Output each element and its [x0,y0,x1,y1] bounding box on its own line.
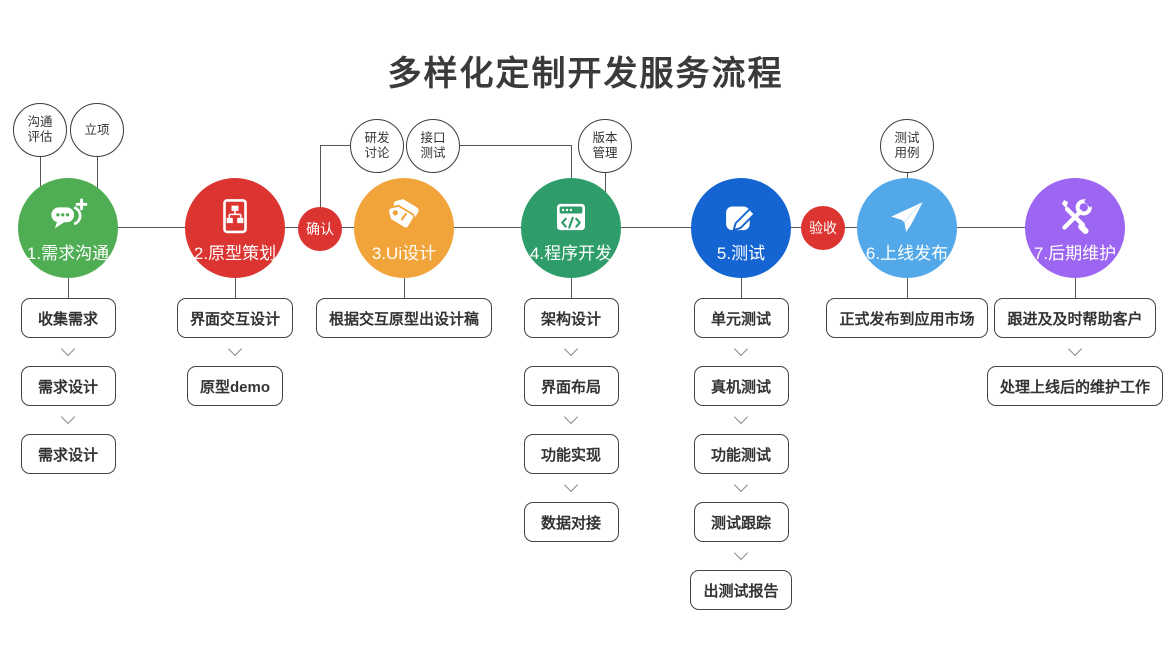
connector-line [605,172,606,194]
arrow-down-icon [60,341,76,357]
badge-text: 沟通 [27,115,53,130]
step-box: 跟进及及时帮助客户 [994,298,1156,338]
connector-line [571,145,572,180]
step-box: 单元测试 [693,298,789,338]
arrow-down-icon [733,477,749,493]
page-title: 多样化定制开发服务流程 [387,55,784,93]
sitemap-icon [214,196,256,238]
badge-text: 测试 [894,131,920,146]
step-box: 功能实现 [523,434,619,474]
connector-line [571,278,572,298]
step-box: 处理上线后的维护工作 [986,366,1163,406]
connector-line [741,278,742,298]
connector-line [1075,278,1076,298]
connector-line [459,145,572,146]
arrow-down-icon [1067,341,1083,357]
steps-column-ui-design: 根据交互原型出设计稿 [294,298,514,338]
badge-project-approval: 立项 [70,103,124,157]
stage-circle-prototype: 2.原型策划 [185,178,285,278]
connector-line [320,145,321,208]
stage-circle-development: 4.程序开发 [521,178,621,278]
badge-rd-discussion: 研发 讨论 [350,119,404,173]
stage-label: 3.Ui设计 [371,244,437,263]
connector-line [907,172,908,180]
step-box: 界面交互设计 [176,298,293,338]
badge-text: 评估 [27,130,53,144]
stage-circle-launch: 6.上线发布 [857,178,957,278]
step-box: 功能测试 [693,434,789,474]
connector-line [68,278,69,298]
stage-circle-maintenance: 7.后期维护 [1025,178,1125,278]
badge-text: 测试 [420,146,446,160]
step-box: 界面布局 [523,366,619,406]
tools-icon [1054,195,1096,238]
arrow-down-icon [733,545,749,561]
code-window-icon [550,196,592,238]
badge-text: 接口 [420,131,446,146]
stage-label: 6.上线发布 [865,244,949,263]
arrow-down-icon [227,341,243,357]
steps-column-launch: 正式发布到应用市场 [797,298,1017,338]
arrow-down-icon [563,477,579,493]
steps-column-requirements: 收集需求 需求设计 需求设计 [0,298,178,474]
steps-column-development: 架构设计 界面布局 功能实现 数据对接 [461,298,681,542]
edit-icon [720,196,762,238]
arrow-down-icon [563,341,579,357]
step-box: 根据交互原型出设计稿 [315,298,492,338]
step-box: 出测试报告 [690,570,792,610]
connector-line [404,278,405,298]
tags-icon [383,196,425,238]
connector-line [907,278,908,298]
connector-line [235,278,236,298]
badge-text: 立项 [84,122,110,137]
chat-plus-icon [47,196,89,238]
connector-line [40,156,41,193]
stage-circle-ui-design: 3.Ui设计 [354,178,454,278]
step-box: 真机测试 [693,366,789,406]
step-box: 数据对接 [523,502,619,542]
stage-label: 7.后期维护 [1033,244,1117,263]
badge-version-management: 版本 管理 [578,119,632,173]
step-box: 架构设计 [523,298,619,338]
arrow-down-icon [733,409,749,425]
step-box: 正式发布到应用市场 [826,298,988,338]
step-box: 需求设计 [20,434,116,474]
gate-label: 验收 [809,220,837,236]
gate-acceptance: 验收 [801,206,845,250]
stage-label: 4.程序开发 [529,244,613,263]
step-box: 测试跟踪 [693,502,789,542]
steps-column-prototype: 界面交互设计 原型demo [125,298,345,406]
badge-text: 讨论 [364,146,390,160]
step-box: 收集需求 [20,298,116,338]
stage-label: 2.原型策划 [193,244,277,263]
arrow-down-icon [60,409,76,425]
arrow-down-icon [733,341,749,357]
badge-test-cases: 测试 用例 [880,119,934,173]
stage-label: 1.需求沟通 [26,244,110,263]
badge-communication-evaluation: 沟通 评估 [13,103,67,157]
gate-confirm: 确认 [298,207,342,251]
stage-circle-testing: 5.测试 [691,178,791,278]
badge-interface-testing: 接口 测试 [406,119,460,173]
badge-text: 研发 [364,131,390,146]
steps-column-maintenance: 跟进及及时帮助客户 处理上线后的维护工作 [965,298,1171,406]
steps-column-testing: 单元测试 真机测试 功能测试 测试跟踪 出测试报告 [631,298,851,610]
step-box: 原型demo [186,366,283,406]
badge-text: 版本 [592,131,618,146]
step-box: 需求设计 [20,366,116,406]
gate-label: 确认 [306,221,334,237]
stage-circle-requirements: 1.需求沟通 [18,178,118,278]
arrow-down-icon [563,409,579,425]
connector-line [97,156,98,190]
badge-text: 管理 [592,146,618,160]
paper-plane-icon [886,196,928,238]
connector-line [320,145,351,146]
badge-text: 用例 [894,146,920,160]
stage-label: 5.测试 [716,244,766,263]
